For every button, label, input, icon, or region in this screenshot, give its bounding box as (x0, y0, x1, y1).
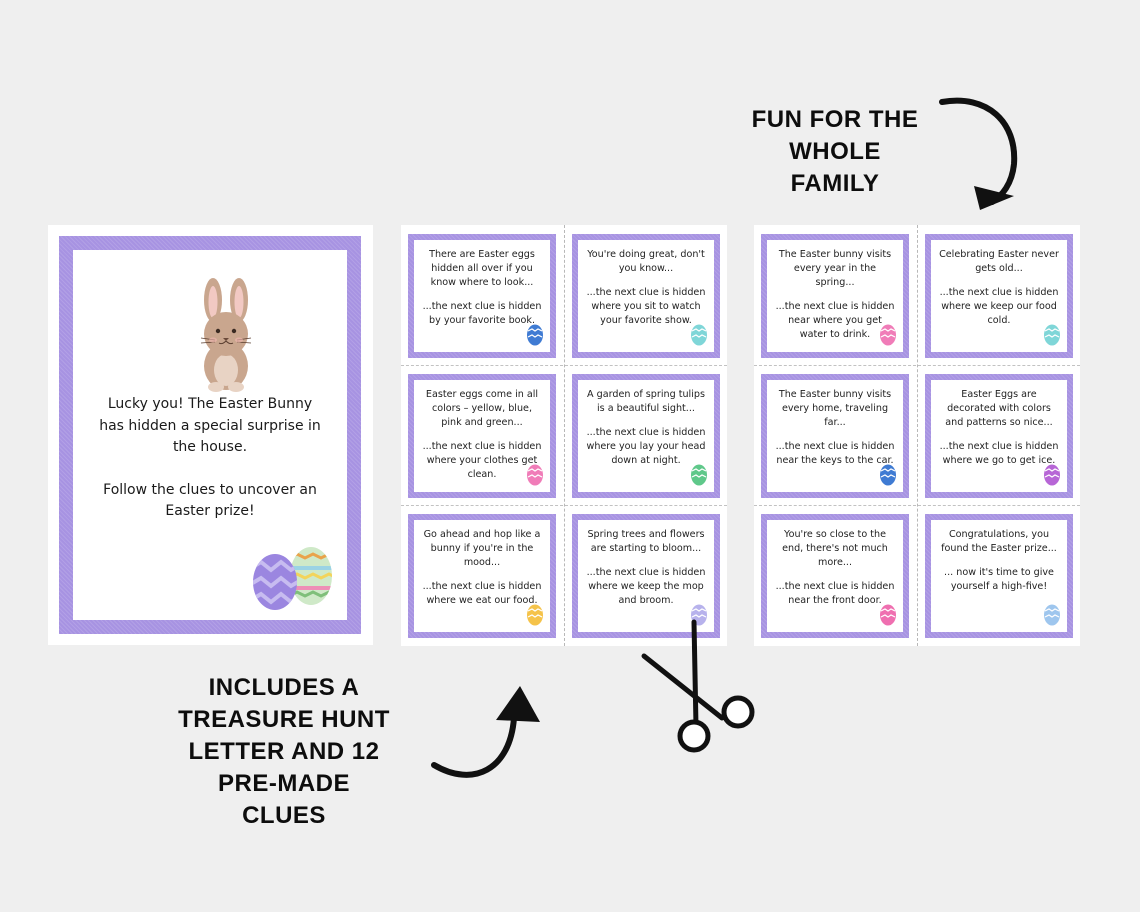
clue-sheet-left: There are Easter eggs hidden all over if… (401, 225, 727, 646)
clue-card: You're so close to the end, there's not … (761, 514, 909, 638)
headline-line: PRE-MADE (217, 770, 350, 797)
treasure-hunt-letter: Lucky you! The Easter Bunny has hidden a… (48, 225, 373, 645)
cut-line (401, 505, 727, 506)
easter-egg-icon (1044, 604, 1060, 626)
headline-line: WHOLE (789, 138, 881, 165)
easter-egg-icon (880, 464, 896, 486)
clue-text: Easter eggs come in all colors – yellow,… (425, 389, 539, 428)
curved-arrow-down-icon (939, 97, 1018, 210)
letter-line: Lucky you! The Easter Bunny (107, 396, 313, 412)
clue-card: Spring trees and flowers are starting to… (572, 514, 720, 638)
scissors-icon (641, 619, 755, 753)
fun-for-family-headline: FUN FOR THE WHOLE FAMILY (740, 104, 930, 200)
headline-line: FAMILY (790, 170, 880, 197)
clue-card: Go ahead and hop like a bunny if you're … (408, 514, 556, 638)
clue-answer-text: ...the next clue is hidden near the fron… (775, 581, 895, 606)
clue-card: You're doing great, don't you know... ..… (572, 234, 720, 358)
headline-line: FUN FOR THE (751, 106, 919, 133)
clue-text: Easter Eggs are decorated with colors an… (945, 389, 1053, 428)
clue-card: The Easter bunny visits every year in th… (761, 234, 909, 358)
clue-card: A garden of spring tulips is a beautiful… (572, 374, 720, 498)
clue-text: The Easter bunny visits every year in th… (778, 249, 892, 288)
decorated-eggs-illustration (253, 547, 332, 610)
clue-text: Spring trees and flowers are starting to… (587, 529, 705, 554)
clue-text: You're doing great, don't you know... (587, 249, 705, 274)
clue-text: You're so close to the end, there's not … (782, 529, 888, 568)
easter-egg-icon (527, 604, 543, 626)
clue-card: Congratulations, you found the Easter pr… (925, 514, 1073, 638)
clue-answer-text: ... now it's time to give yourself a hig… (944, 567, 1054, 592)
cut-line (754, 505, 1080, 506)
letter-border: Lucky you! The Easter Bunny has hidden a… (59, 236, 361, 634)
cut-line (917, 225, 918, 646)
clue-answer-text: ...the next clue is hidden where we keep… (939, 287, 1059, 326)
letter-message: Lucky you! The Easter Bunny has hidden a… (81, 394, 339, 523)
letter-line: Follow the clues to uncover an (103, 481, 317, 498)
clue-answer-text: ...the next clue is hidden near where yo… (775, 301, 895, 340)
easter-egg-icon (1044, 324, 1060, 346)
easter-egg-icon (1044, 464, 1060, 486)
clue-text: Celebrating Easter never gets old... (939, 249, 1059, 274)
easter-egg-icon (691, 324, 707, 346)
clue-card: Easter eggs come in all colors – yellow,… (408, 374, 556, 498)
easter-egg-icon (527, 464, 543, 486)
letter-content: Lucky you! The Easter Bunny has hidden a… (73, 250, 347, 620)
easter-bunny-illustration (200, 278, 252, 392)
clue-answer-text: ...the next clue is hidden near the keys… (775, 441, 895, 466)
clue-text: The Easter bunny visits every home, trav… (778, 389, 892, 428)
clue-text: Go ahead and hop like a bunny if you're … (423, 529, 541, 568)
clue-answer-text: ...the next clue is hidden where we keep… (586, 567, 706, 606)
easter-egg-icon (880, 324, 896, 346)
easter-egg-icon (880, 604, 896, 626)
curved-arrow-up-icon (431, 686, 540, 778)
clue-answer-text: ...the next clue is hidden by your favor… (422, 301, 542, 326)
letter-line: Easter prize! (165, 503, 255, 519)
easter-egg-icon (691, 464, 707, 486)
letter-line: has hidden a special surprise in (99, 417, 321, 434)
clue-card: Celebrating Easter never gets old... ...… (925, 234, 1073, 358)
includes-headline: INCLUDES A TREASURE HUNT LETTER AND 12 P… (160, 672, 408, 832)
clue-answer-text: ...the next clue is hidden where we go t… (939, 441, 1059, 466)
clue-answer-text: ...the next clue is hidden where we eat … (422, 581, 542, 606)
cut-line (401, 365, 727, 366)
clue-answer-text: ...the next clue is hidden where you lay… (586, 427, 706, 466)
clue-card: There are Easter eggs hidden all over if… (408, 234, 556, 358)
clue-text: A garden of spring tulips is a beautiful… (587, 389, 705, 414)
clue-answer-text: ...the next clue is hidden where your cl… (422, 441, 542, 480)
headline-line: TREASURE HUNT (178, 706, 390, 733)
headline-line: INCLUDES A (208, 674, 360, 701)
headline-line: CLUES (242, 802, 326, 829)
clue-card: The Easter bunny visits every home, trav… (761, 374, 909, 498)
clue-text: There are Easter eggs hidden all over if… (429, 249, 535, 288)
letter-line: the house. (172, 439, 248, 455)
easter-egg-icon (527, 324, 543, 346)
cut-line (754, 365, 1080, 366)
clue-sheet-right: The Easter bunny visits every year in th… (754, 225, 1080, 646)
headline-line: LETTER AND 12 (188, 738, 380, 765)
clue-card: Easter Eggs are decorated with colors an… (925, 374, 1073, 498)
cut-line (564, 225, 565, 646)
clue-answer-text: ...the next clue is hidden where you sit… (586, 287, 706, 326)
clue-text: Congratulations, you found the Easter pr… (941, 529, 1057, 554)
